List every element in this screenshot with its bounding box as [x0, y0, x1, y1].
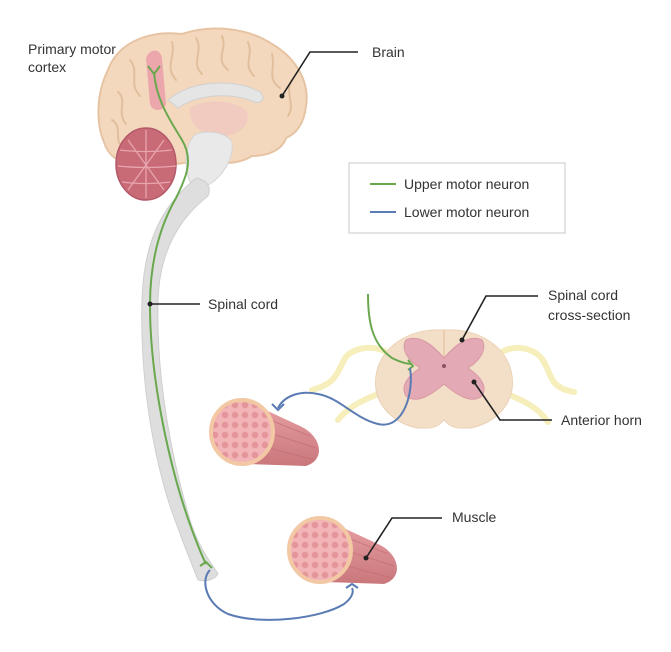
leader-muscle [365, 517, 442, 559]
spinal-cord [141, 177, 219, 582]
label-primary-motor-cortex: Primary motor cortex [28, 41, 120, 75]
leader-cross-section [461, 295, 538, 341]
lower-motor-neuron-pathway [204, 569, 354, 621]
brainstem [185, 131, 233, 188]
legend-box [348, 162, 566, 234]
spinal-cord-cross-section [309, 329, 577, 429]
label-muscle: Muscle [452, 509, 497, 525]
lower-motor-neuron-cross [277, 367, 412, 426]
brain [97, 27, 308, 201]
leader-muscle-dot [363, 555, 369, 561]
lower-neuron-synapse [345, 582, 359, 589]
upper-motor-neuron-pathway [148, 71, 207, 565]
legend-label-lower: Lower motor neuron [404, 204, 529, 220]
label-spinal-cord: Spinal cord [208, 296, 278, 312]
label-brain: Brain [372, 44, 405, 60]
upper-motor-neuron-cross [367, 293, 413, 365]
label-anterior-horn: Anterior horn [561, 412, 642, 428]
cerebellum [115, 127, 177, 201]
label-spinal-cord-cross-section: Spinal cord cross-section [548, 287, 630, 323]
muscle-upper [209, 398, 319, 466]
thalamus [189, 101, 248, 137]
muscle-upper-end [209, 398, 275, 466]
legend-label-upper: Upper motor neuron [404, 176, 529, 192]
upper-neuron-terminal [199, 560, 213, 569]
central-canal [442, 364, 446, 368]
lower-neuron-cross-synapse [271, 403, 285, 412]
primary-motor-cortex-region [146, 50, 166, 110]
muscle-lower-end [287, 516, 353, 584]
muscle-lower [287, 516, 397, 584]
gray-matter [403, 337, 485, 400]
leader-brain [281, 51, 358, 97]
leader-spinal-cord-dot [147, 301, 153, 307]
leader-cross-section-dot [459, 337, 465, 343]
leader-brain-dot [279, 93, 285, 99]
leader-anterior-horn [473, 381, 552, 421]
upper-neuron-dendrite [147, 65, 161, 76]
corpus-callosum [167, 82, 264, 109]
leader-anterior-horn-dot [471, 379, 477, 385]
legend: Upper motor neuron Lower motor neuron [348, 162, 566, 234]
